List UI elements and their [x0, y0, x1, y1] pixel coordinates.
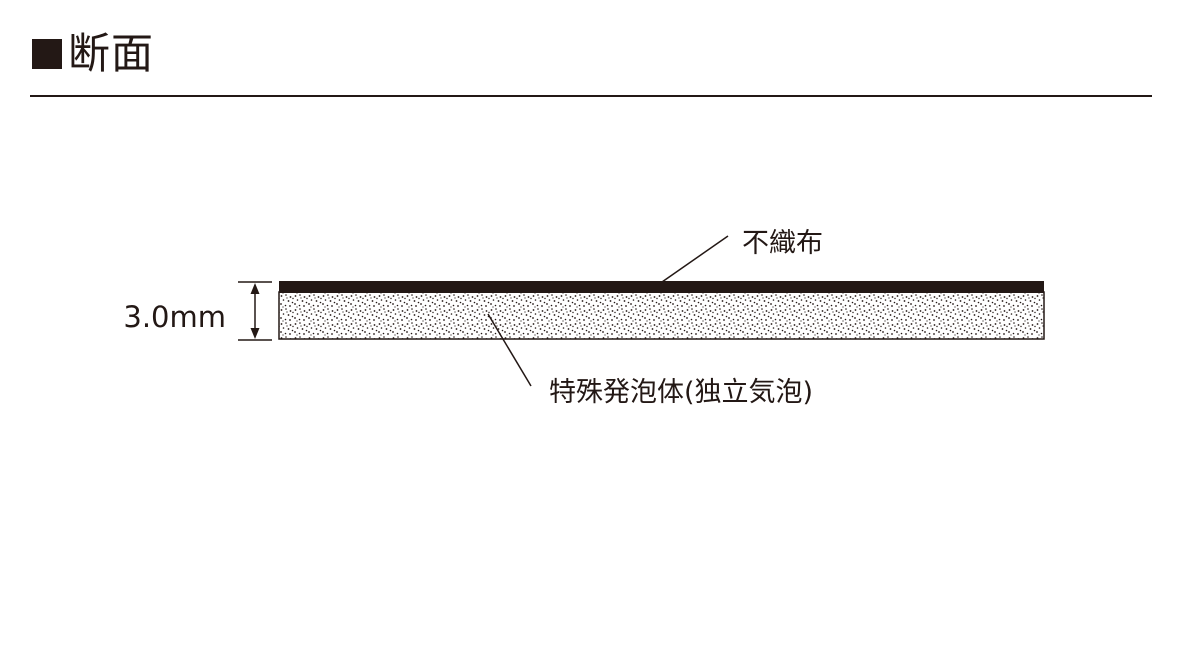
arrow-down-icon: [250, 328, 260, 339]
page-title: 断面: [68, 29, 155, 78]
heading-divider: [30, 95, 1152, 97]
foam-layer: [278, 291, 1045, 340]
foam-leader-line: [487, 313, 532, 387]
nonwoven-layer: [279, 281, 1044, 293]
nonwoven-label: 不織布: [742, 228, 823, 259]
square-bullet-icon: [32, 39, 62, 69]
nonwoven-leader-line: [661, 235, 729, 283]
thickness-dimension: [238, 281, 272, 341]
section-heading: 断面: [32, 28, 154, 80]
foam-label: 特殊発泡体(独立気泡): [549, 377, 813, 408]
thickness-label: 3.0mm: [123, 300, 226, 334]
arrow-up-icon: [250, 283, 260, 294]
